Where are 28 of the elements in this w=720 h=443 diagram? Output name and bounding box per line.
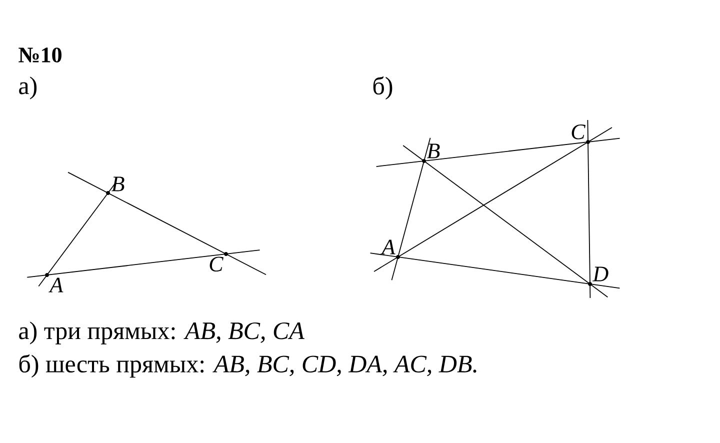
label: а) [19, 76, 37, 100]
label: б) шесть прямых: AB, BC, CD, DA, AC, DB. [19, 354, 476, 378]
node-label: C [572, 124, 586, 140]
label: б) [373, 76, 392, 100]
node-label: D [592, 266, 608, 282]
line [587, 120, 591, 298]
line [402, 145, 608, 298]
point: C [210, 252, 228, 272]
line [391, 137, 431, 281]
node-label: B [426, 144, 440, 158]
label: а) три прямых: AB, BC, CA [19, 322, 304, 344]
point: A [380, 240, 400, 259]
node-label: C [210, 256, 224, 272]
node-label: B [112, 176, 124, 192]
point: C [572, 124, 590, 144]
point: B [422, 144, 440, 163]
line [38, 182, 116, 287]
node-label: A [48, 278, 64, 292]
point: B [106, 176, 124, 195]
line [68, 172, 266, 276]
line [26, 250, 260, 278]
point: A [45, 273, 64, 292]
point: D [588, 266, 608, 286]
line [376, 138, 620, 167]
line [370, 252, 620, 289]
line [374, 127, 612, 272]
label: №10 [18, 48, 62, 62]
node-label: A [380, 240, 396, 254]
